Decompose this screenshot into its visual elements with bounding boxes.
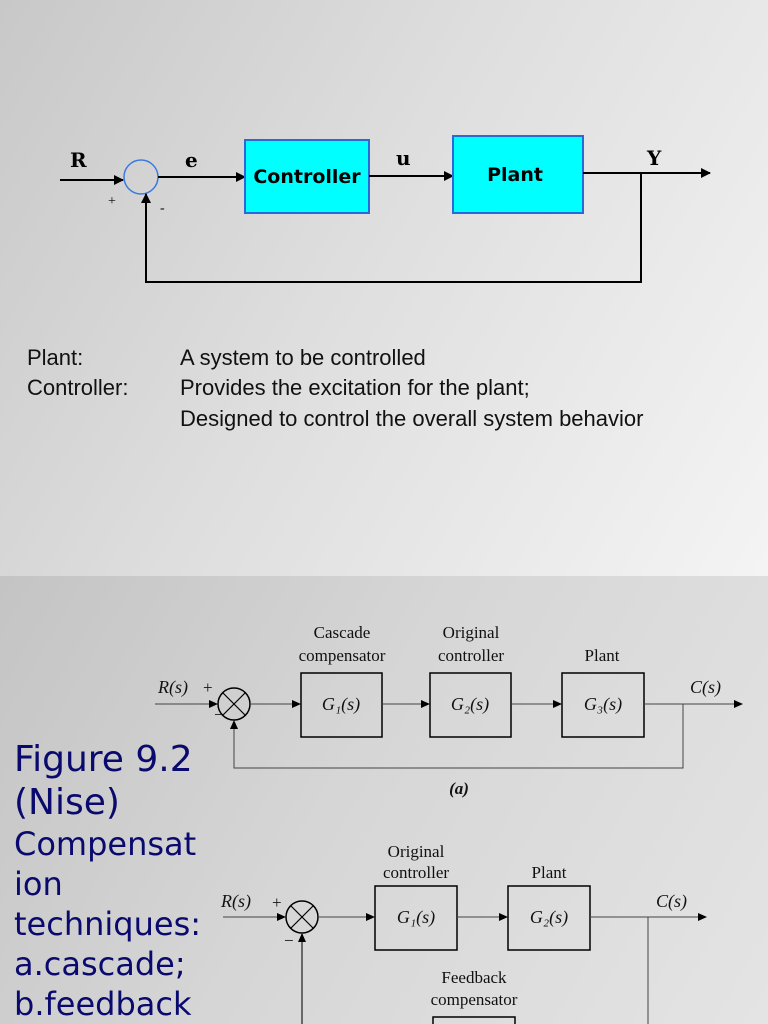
definition-text-controller-1: Provides the excitation for the plant; bbox=[180, 375, 530, 400]
caption-body-line-4: a.cascade; bbox=[14, 945, 186, 983]
figure-b-feedback: R(s) + − Original controller G₁(s) Plant… bbox=[220, 842, 707, 1024]
plant-block bbox=[452, 135, 584, 214]
fig-a-feedback-path bbox=[230, 704, 684, 769]
definition-term-plant: Plant: bbox=[27, 345, 84, 370]
caption-body-line-5: b.feedback bbox=[14, 985, 192, 1023]
fig-b-minus: − bbox=[284, 931, 294, 950]
nise-figure-9-2: R(s) + − Cascade compensator G₁(s) Origi… bbox=[155, 623, 743, 1024]
definition-text-controller-2: Designed to control the overall system b… bbox=[180, 406, 644, 431]
fig-a-block1-tf: G₁(s) bbox=[322, 694, 360, 715]
fig-b-block1-tf: G₁(s) bbox=[397, 907, 435, 928]
fig-a-block1-title-2: compensator bbox=[299, 646, 386, 665]
fig-b-summing-junction bbox=[285, 900, 319, 934]
fig-a-output-label: C(s) bbox=[690, 677, 721, 698]
fig-b-input-label: R(s) bbox=[220, 891, 251, 912]
feedback-path bbox=[141, 173, 642, 283]
fig-b-block2-tf: G₂(s) bbox=[530, 907, 568, 928]
signal-label-e: e bbox=[185, 148, 198, 172]
fig-a-block-original-controller bbox=[429, 672, 512, 738]
fig-b-feedback-title-2: compensator bbox=[431, 990, 518, 1009]
fig-a-block-cascade-compensator bbox=[300, 672, 383, 738]
fig-b-feedback-title-1: Feedback bbox=[441, 968, 507, 987]
fig-b-block1-title-2: controller bbox=[383, 863, 449, 882]
fig-a-block2-title-2: controller bbox=[438, 646, 504, 665]
controller-block-label: Controller bbox=[253, 166, 361, 188]
fig-a-block-plant bbox=[561, 672, 645, 738]
controller-block bbox=[244, 139, 370, 214]
definition-text-plant: A system to be controlled bbox=[180, 345, 426, 370]
fig-a-block2-tf: G₂(s) bbox=[451, 694, 489, 715]
fig-a-block3-title: Plant bbox=[585, 646, 620, 665]
fig-a-input-label: R(s) bbox=[157, 677, 188, 698]
signal-label-y: Y bbox=[646, 146, 662, 170]
feedback-loop-diagram: R + - e Controller u Plant Y bbox=[60, 135, 711, 283]
fig-a-label: (a) bbox=[449, 779, 469, 798]
fig-a-minus: − bbox=[214, 705, 224, 724]
definition-term-controller: Controller: bbox=[27, 375, 129, 400]
caption-title-line-2: (Nise) bbox=[14, 782, 120, 823]
caption-body-line-2: ion bbox=[14, 865, 63, 903]
fig-b-block-original-controller bbox=[374, 885, 458, 951]
fig-b-plus: + bbox=[272, 893, 282, 912]
fig-a-plus: + bbox=[203, 678, 213, 697]
plus-sign: + bbox=[108, 194, 116, 209]
fig-a-block3-tf: G₃(s) bbox=[584, 694, 622, 715]
fig-b-block-plant bbox=[507, 885, 591, 951]
plant-block-label: Plant bbox=[487, 164, 543, 186]
fig-a-block1-title-1: Cascade bbox=[314, 623, 371, 642]
signal-label-r: R bbox=[70, 148, 87, 172]
figure-a-cascade: R(s) + − Cascade compensator G₁(s) Origi… bbox=[155, 623, 743, 798]
fig-b-block2-title: Plant bbox=[532, 863, 567, 882]
caption-body-line-1: Compensat bbox=[14, 825, 197, 863]
minus-sign: - bbox=[160, 201, 165, 216]
caption-title-line-1: Figure 9.2 bbox=[14, 739, 193, 780]
signal-label-u: u bbox=[396, 146, 411, 170]
fig-b-block1-title-1: Original bbox=[388, 842, 445, 861]
caption-body-line-3: techniques: bbox=[14, 905, 202, 943]
fig-a-summing-junction bbox=[217, 687, 251, 721]
slide-basic-control-loop: R + - e Controller u Plant Y Plant: A sy… bbox=[0, 0, 768, 576]
summing-junction bbox=[123, 159, 159, 195]
fig-b-output-label: C(s) bbox=[656, 891, 687, 912]
slide-compensation-techniques: R(s) + − Cascade compensator G₁(s) Origi… bbox=[0, 576, 768, 1024]
figure-caption: Figure 9.2 (Nise) Compensat ion techniqu… bbox=[14, 738, 201, 1024]
fig-b-block-feedback-compensator bbox=[432, 1016, 516, 1024]
fig-a-block2-title-1: Original bbox=[443, 623, 500, 642]
